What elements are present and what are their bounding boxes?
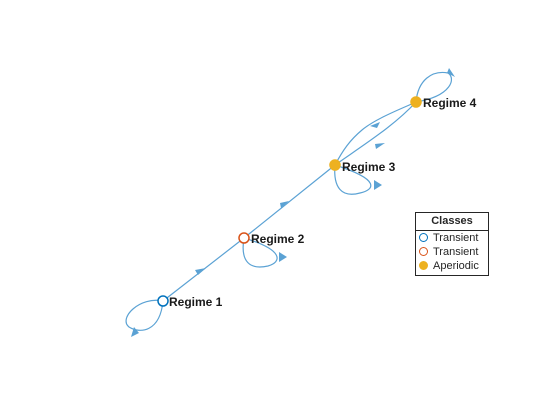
node-regime-3[interactable]	[329, 159, 341, 171]
edge-regime-2-to-regime-3	[243, 164, 336, 239]
arrowhead-icon	[375, 143, 385, 149]
edge-regime-3-to-regime-4	[334, 101, 417, 166]
arrowhead-icon	[447, 68, 455, 77]
legend: Classes Transient Transient Aperiodic	[415, 212, 489, 276]
circle-marker-icon	[419, 247, 428, 256]
edge-regime-4-to-regime-3	[334, 101, 417, 166]
legend-entry: Transient	[416, 231, 488, 245]
node-label-regime-2: Regime 2	[251, 232, 305, 246]
legend-entry: Aperiodic	[416, 259, 488, 273]
arrowhead-icon	[279, 252, 287, 262]
node-regime-2[interactable]	[238, 232, 250, 244]
legend-entry-label: Transient	[433, 232, 479, 244]
arrowhead-icon	[280, 201, 289, 208]
legend-entry: Transient	[416, 245, 488, 259]
arrowhead-icon	[195, 268, 206, 275]
circle-marker-icon	[419, 261, 428, 270]
circle-marker-icon	[419, 233, 428, 242]
edge-regime-3-self	[334, 164, 372, 195]
legend-title: Classes	[416, 213, 488, 231]
node-label-regime-1: Regime 1	[169, 295, 223, 309]
node-regime-4[interactable]	[410, 96, 422, 108]
legend-entry-label: Aperiodic	[433, 260, 479, 272]
arrowhead-icon	[131, 327, 139, 337]
arrowhead-icon	[374, 180, 382, 190]
node-regime-1[interactable]	[157, 295, 169, 307]
node-label-regime-4: Regime 4	[423, 96, 477, 110]
arrowhead-icon	[370, 122, 380, 128]
edge-regime-2-self	[242, 237, 278, 268]
node-label-regime-3: Regime 3	[342, 160, 396, 174]
legend-entry-label: Transient	[433, 246, 479, 258]
edge-regime-1-self	[125, 299, 164, 331]
